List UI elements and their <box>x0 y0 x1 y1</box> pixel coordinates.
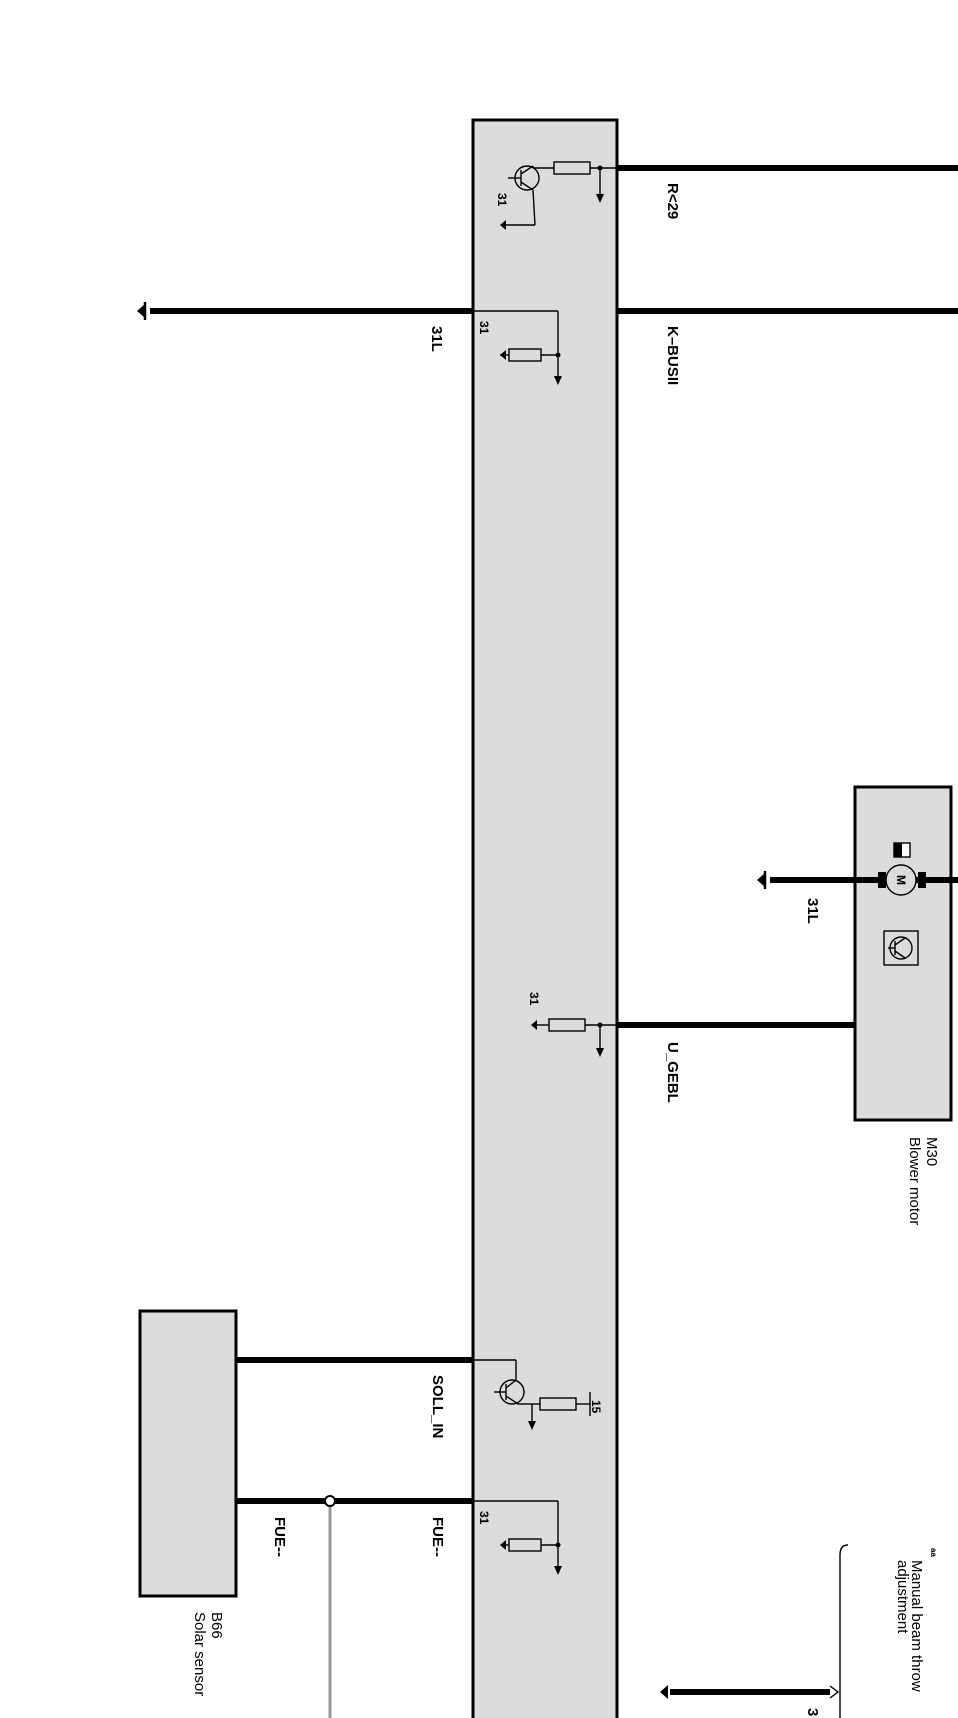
solar-sensor-id: B66 <box>208 1612 225 1639</box>
splice-point <box>324 1495 336 1507</box>
label-fue-sensor: FUE-- <box>271 1517 288 1557</box>
pin-15: 15 <box>589 1400 603 1414</box>
transistor-icon <box>506 165 554 226</box>
label-31l-motor: 31L <box>804 898 821 924</box>
ground-symbol-icon <box>500 220 506 230</box>
label-soll-in: SOLL_IN <box>429 1375 446 1438</box>
beam-end-mark <box>829 1685 840 1699</box>
transistor-icon <box>473 1359 536 1430</box>
edge-digit: 3 <box>804 1708 821 1716</box>
beam-label-line1: Manual beam throw <box>908 1560 925 1692</box>
label-31l-left: 31L <box>428 326 445 352</box>
fuse-icon <box>893 842 911 858</box>
ground-symbol-icon <box>137 302 147 320</box>
beam-label-line2: adjustment <box>894 1560 911 1634</box>
resistor-icon <box>473 1500 562 1575</box>
ground-symbol-icon <box>660 1685 668 1699</box>
resistor-icon <box>473 310 562 385</box>
pin-31-c: 31 <box>527 992 541 1006</box>
label-r29: R<29 <box>664 183 681 219</box>
pin-31-a: 31 <box>495 193 509 207</box>
label-fue-module: FUE-- <box>429 1517 446 1557</box>
arrow-down-icon <box>596 1025 604 1057</box>
bracket <box>839 1544 849 1718</box>
motor-icon: M <box>878 864 926 896</box>
ground-symbol-icon <box>757 871 767 889</box>
resistor-icon <box>553 161 617 175</box>
blower-motor-name: Blower motor <box>906 1137 923 1225</box>
solar-sensor-box <box>138 1309 238 1598</box>
label-u-gebl: U_GEBL <box>664 1042 681 1103</box>
arrow-down-icon <box>596 168 604 203</box>
resistor-icon <box>532 1392 591 1416</box>
pin-31-b: 31 <box>477 321 491 335</box>
solar-sensor-name: Solar sensor <box>191 1612 208 1696</box>
transistor-icon <box>883 930 919 966</box>
label-kbus: K–BUSII <box>664 326 681 385</box>
pin-31-d: 31 <box>477 1511 491 1525</box>
beam-mark: ᵃᵃ <box>925 1548 939 1558</box>
control-module <box>471 118 619 1718</box>
blower-motor-id: M30 <box>923 1137 940 1166</box>
motor-glyph: M <box>894 875 908 885</box>
